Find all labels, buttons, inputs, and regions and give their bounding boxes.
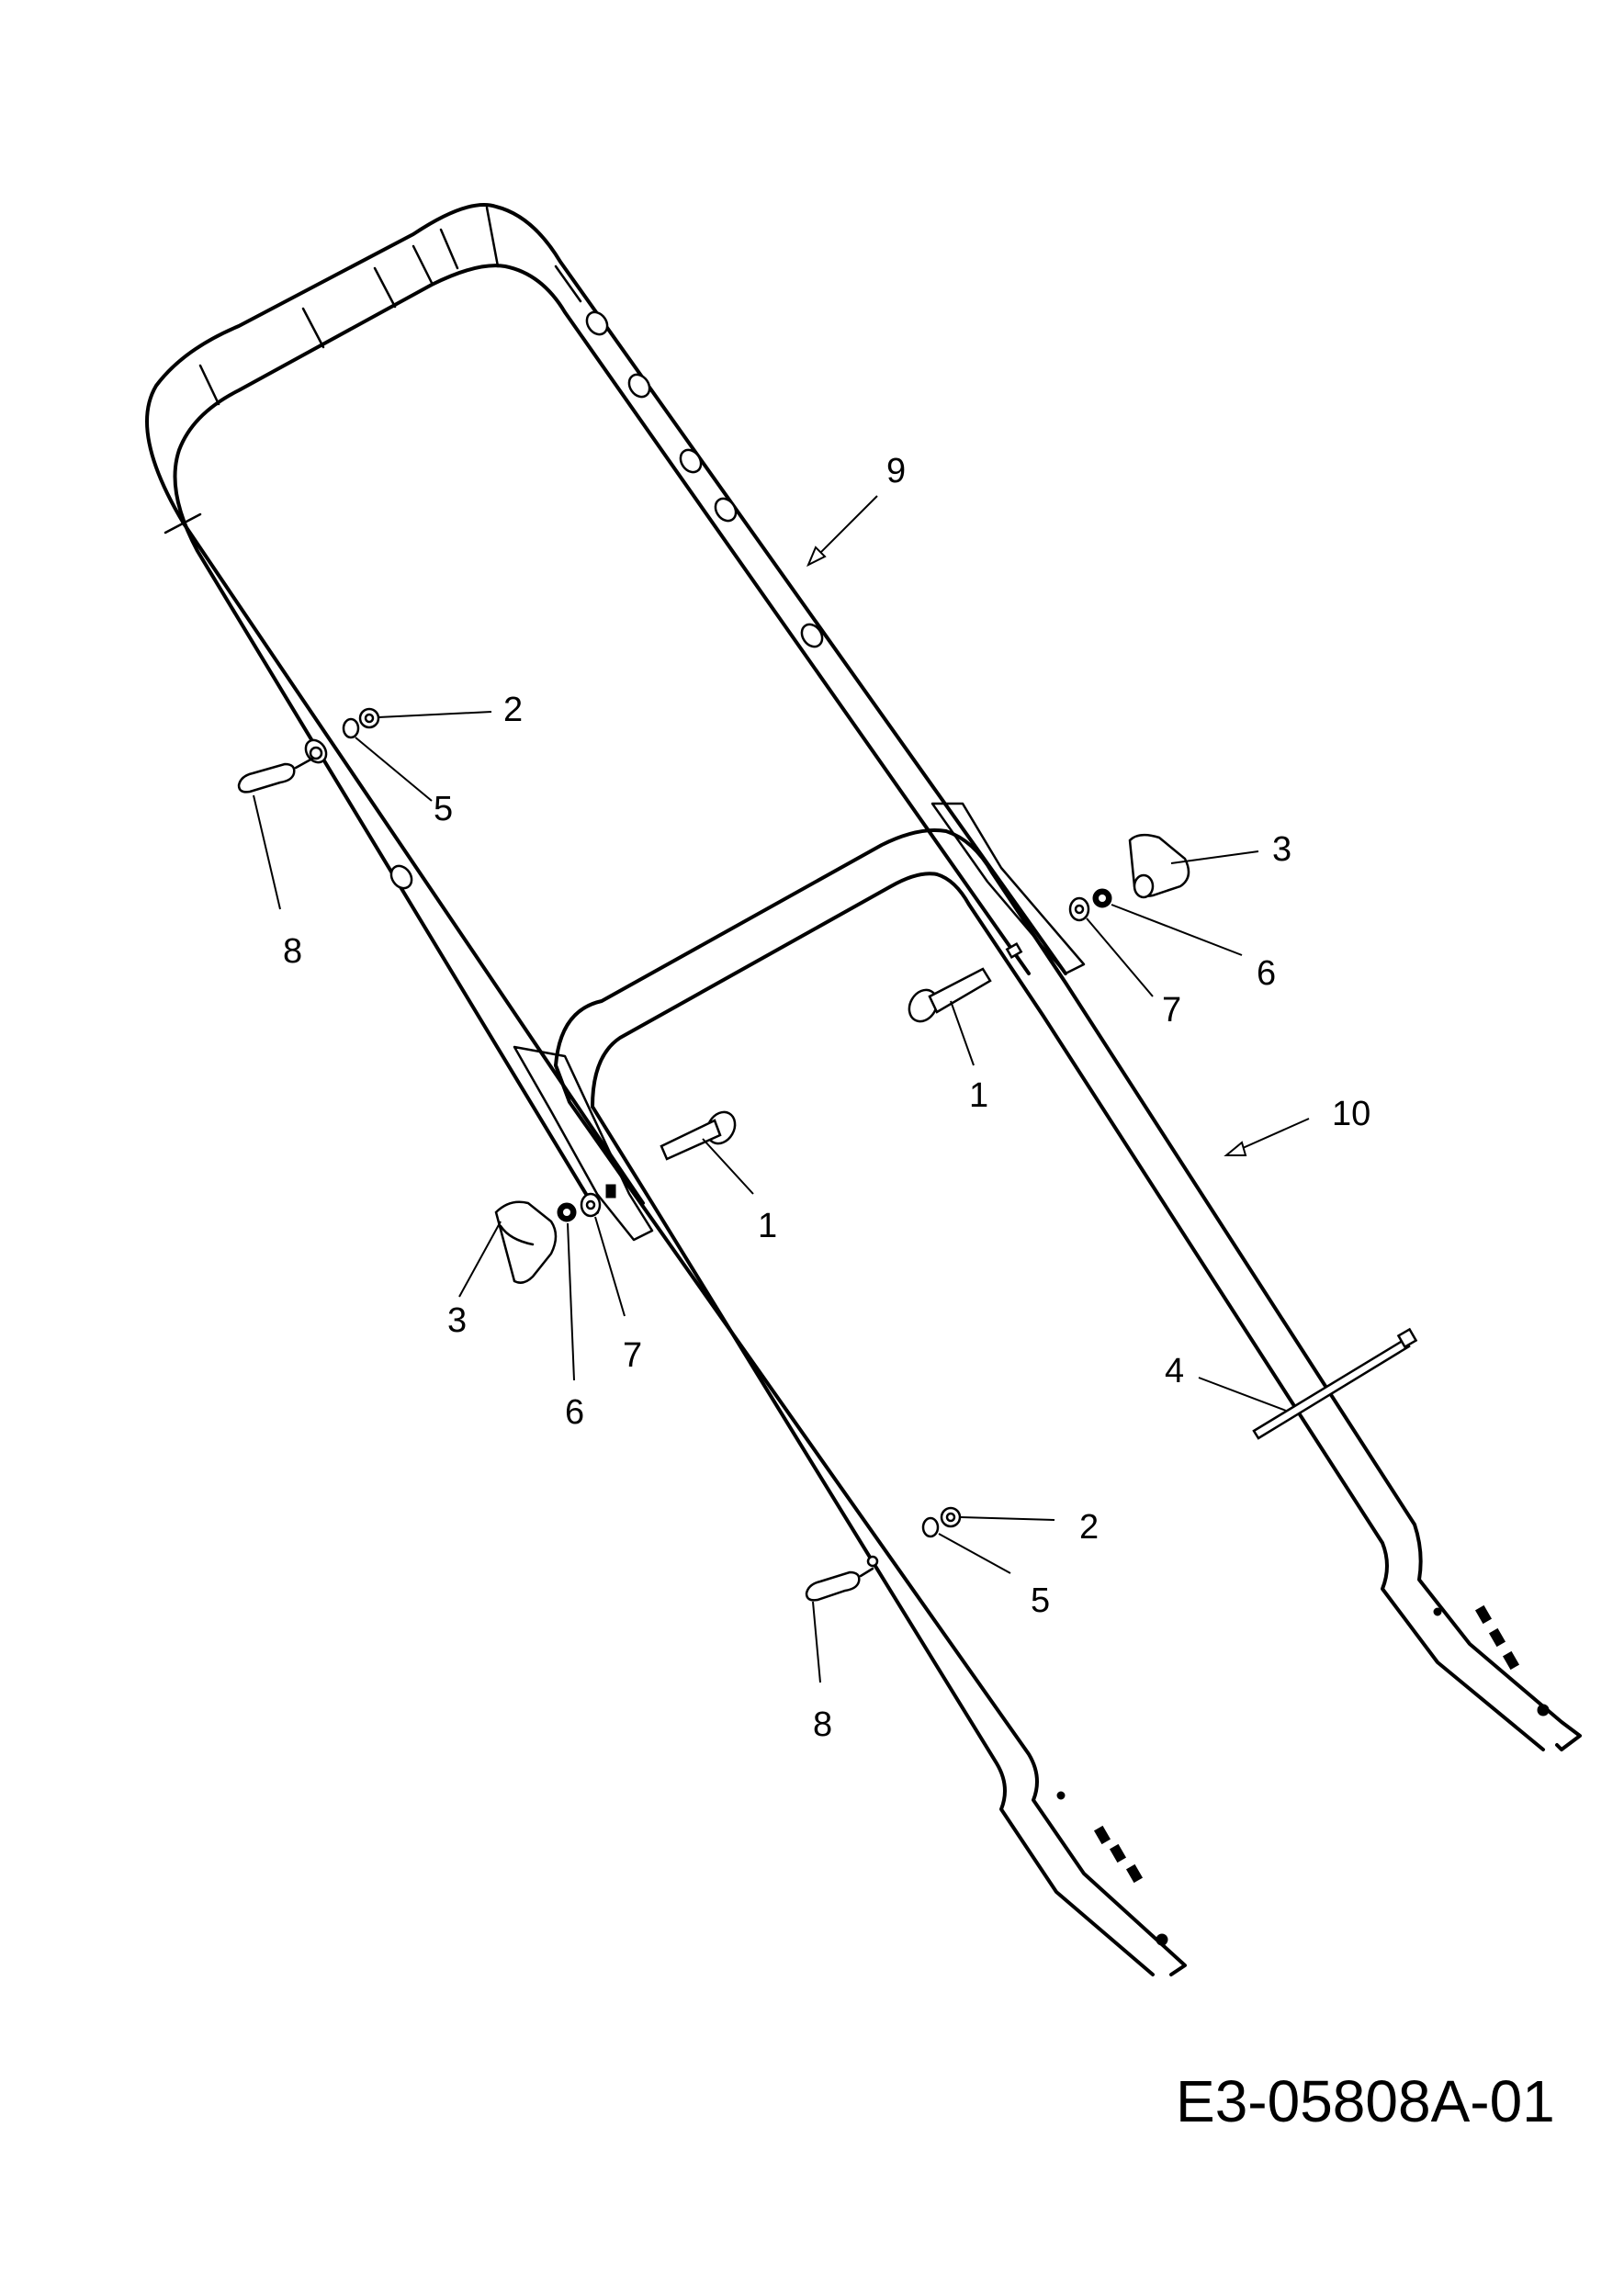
callout-knob-left: 3 [447,1301,467,1340]
lower-handle [554,828,1582,1976]
callout-cable-clip-upper-left: 8 [283,932,302,971]
callout-carriage-bolt-right: 1 [969,1076,988,1115]
callout-flat-washer-right: 7 [1162,991,1181,1030]
drawing-code: E3-05808A-01 [1176,2068,1555,2134]
callout-knob-right: 3 [1272,830,1291,869]
nut-upper-left [358,707,380,729]
callout-upper-handle: 9 [886,452,906,490]
callout-washer-upper-left: 5 [434,790,453,828]
callout-washer-lower: 5 [1031,1581,1050,1620]
upper-handle [145,203,1086,1242]
cable-clip-lower [805,1567,874,1602]
lock-washer-left [557,1202,577,1222]
carriage-bolt-left [660,1110,737,1161]
flat-washer-right [1068,896,1090,922]
callout-nut-lower: 2 [1079,1508,1099,1547]
knob-right [1128,833,1190,899]
washer-lower [921,1516,940,1538]
callout-lock-washer-right: 6 [1257,954,1276,993]
flat-washer-left [580,1192,602,1218]
callout-cable-clip-lower: 8 [813,1705,832,1744]
knob-left [494,1200,558,1284]
lock-washer-right [1092,888,1112,908]
callout-lower-handle: 10 [1332,1095,1370,1133]
leader-lines [253,495,1310,1683]
callout-cable-tie: 4 [1165,1352,1184,1390]
callout-flat-washer-left: 7 [623,1336,642,1375]
callout-nut-upper-left: 2 [503,691,523,729]
carriage-bolt-right [908,941,1023,1023]
nut-lower [940,1506,962,1528]
callout-carriage-bolt-left: 1 [758,1207,777,1245]
cable-clip-upper-left [237,746,323,793]
cable-tie [1252,1327,1418,1440]
washer-upper-left [342,717,360,739]
callout-labels: 9 10 2 5 8 3 6 7 1 1 3 7 6 4 2 5 8 [283,452,1370,1744]
callout-lock-washer-left: 6 [565,1393,584,1432]
